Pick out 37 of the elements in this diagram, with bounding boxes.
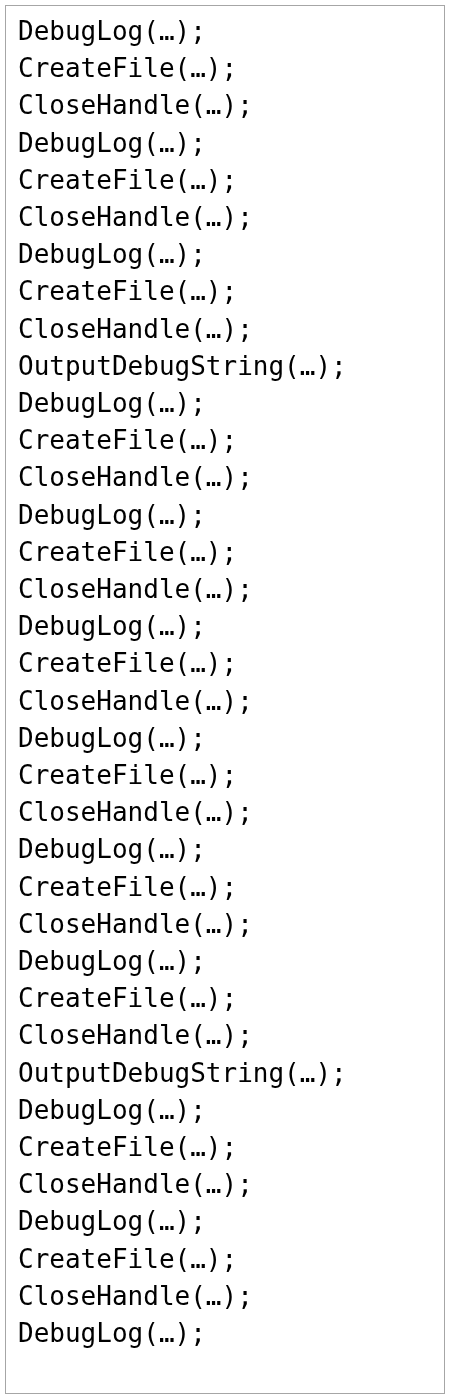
code-line: DebugLog(…);	[18, 1206, 206, 1237]
code-line: CreateFile(…);	[18, 1132, 238, 1162]
code-line: CloseHandle(…);	[18, 574, 253, 604]
code-line: CreateFile(…);	[18, 983, 238, 1014]
code-line: CreateFile(…);	[18, 276, 238, 307]
code-line: CloseHandle(…);	[18, 797, 253, 828]
code-line: DebugLog(…);	[18, 1318, 206, 1348]
code-line: CreateFile(…);	[18, 648, 238, 679]
code-line: CloseHandle(…);	[18, 1020, 253, 1051]
code-line: CloseHandle(…);	[18, 685, 253, 716]
code-line: DebugLog(…);	[18, 499, 206, 530]
code-line: CloseHandle(…);	[18, 908, 253, 939]
code-line: CreateFile(…);	[18, 760, 238, 790]
code-panel	[5, 5, 445, 1394]
code-line: CloseHandle(…);	[18, 462, 253, 493]
code-line: CloseHandle(…);	[18, 90, 253, 121]
code-line: CreateFile(…);	[18, 425, 238, 456]
code-line: DebugLog(…);	[18, 722, 206, 753]
code-line: DebugLog(…);	[18, 834, 206, 865]
code-line: CreateFile(…);	[18, 536, 238, 567]
code-line: DebugLog(…);	[18, 388, 206, 418]
code-line: OutputDebugString(…);	[18, 1057, 347, 1088]
code-line: DebugLog(…);	[18, 1094, 206, 1125]
code-line: DebugLog(…);	[18, 611, 206, 642]
code-line: DebugLog(…);	[18, 946, 206, 976]
code-line: CreateFile(…);	[18, 164, 238, 195]
code-line: OutputDebugString(…);	[18, 350, 347, 381]
code-line: CreateFile(…);	[18, 1243, 238, 1274]
code-line: DebugLog(…);	[18, 127, 206, 158]
code-line: CreateFile(…);	[18, 53, 238, 84]
code-line: CloseHandle(…);	[18, 313, 253, 344]
code-line: DebugLog(…);	[18, 239, 206, 270]
code-line: CreateFile(…);	[18, 871, 238, 902]
code-line: DebugLog(…);	[18, 16, 206, 46]
code-line: CloseHandle(…);	[18, 202, 253, 232]
code-line: CloseHandle(…);	[18, 1169, 253, 1200]
code-line: CloseHandle(…);	[18, 1280, 253, 1311]
